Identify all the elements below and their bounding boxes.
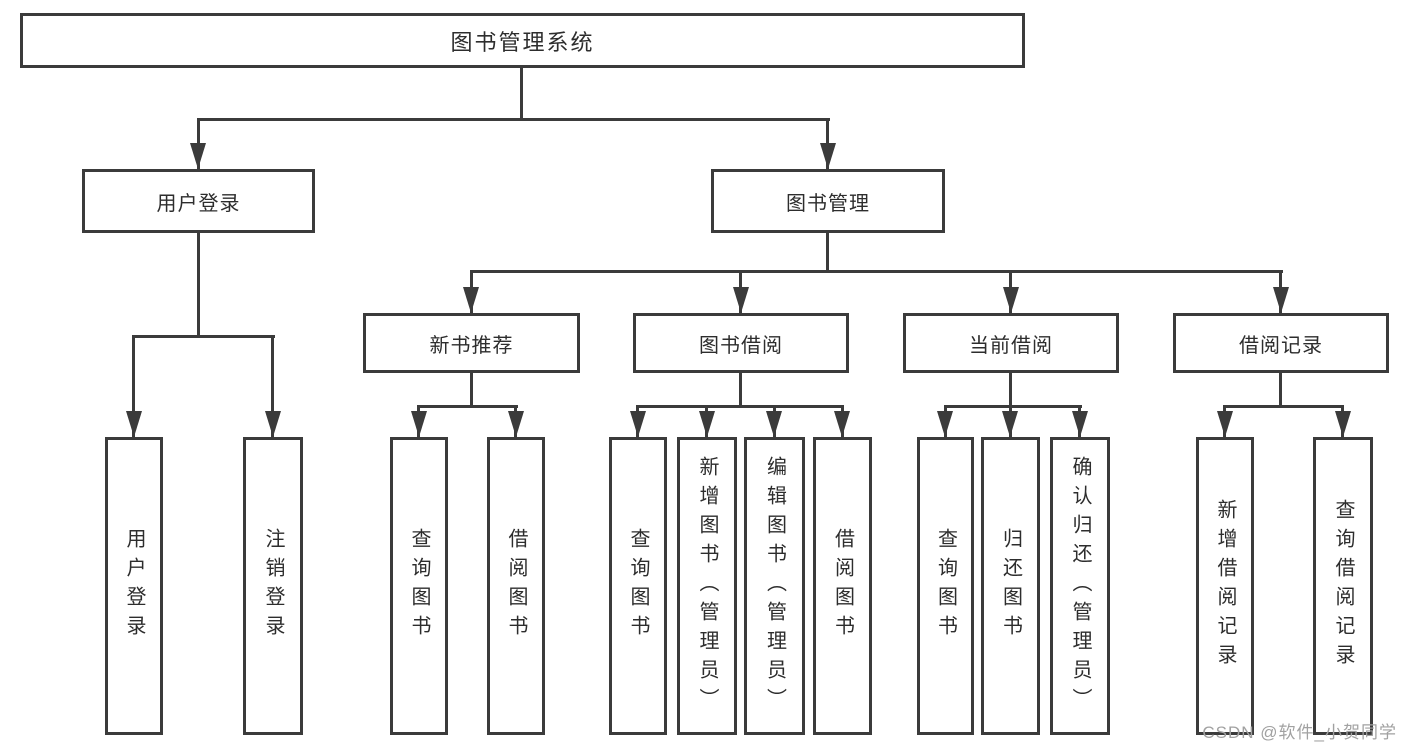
connector-records-stem: [1279, 373, 1282, 408]
leaf-query-books-recommend: 查询图书: [390, 437, 448, 735]
leaf-borrow-books-borrowing: 借阅图书: [813, 437, 872, 735]
leaf-label: 查询图书: [408, 528, 430, 644]
leaf-add-borrow-record: 新增借阅记录: [1196, 437, 1254, 735]
node-label: 新书推荐: [429, 334, 514, 357]
arrowhead-icon: [1072, 411, 1088, 437]
leaf-add-book-admin: 新增图书（管理员）: [677, 437, 737, 735]
arrowhead-icon: [766, 411, 782, 437]
connector-borrowing-stem: [739, 373, 742, 408]
leaf-confirm-return-admin: 确认归还（管理员）: [1050, 437, 1110, 735]
node-new-book-recommend: 新书推荐: [363, 313, 580, 373]
leaf-label: 编辑图书（管理员）: [763, 455, 786, 717]
node-label: 借阅记录: [1239, 334, 1323, 357]
leaf-label: 借阅图书: [505, 528, 527, 644]
arrowhead-icon: [937, 411, 953, 437]
connector-recommend-branch: [417, 405, 518, 408]
arrowhead-icon: [1273, 287, 1289, 313]
arrowhead-icon: [411, 411, 427, 437]
node-label: 图书管理: [786, 192, 870, 215]
leaf-query-borrow-record: 查询借阅记录: [1313, 437, 1373, 735]
connector-drop-leaf-logout: [271, 335, 274, 437]
arrowhead-icon: [699, 411, 715, 437]
arrowhead-icon: [1217, 411, 1233, 437]
node-borrow-records: 借阅记录: [1173, 313, 1389, 373]
node-library-system: 图书管理系统: [20, 13, 1025, 68]
leaf-query-books-borrowing: 查询图书: [609, 437, 667, 735]
node-label: 当前借阅: [969, 334, 1053, 357]
leaf-borrow-books-recommend: 借阅图书: [487, 437, 545, 735]
arrowhead-icon: [265, 411, 281, 437]
csdn-watermark: CSDN @软件_小贺同学: [1202, 723, 1397, 742]
connector-root-stem: [520, 68, 523, 121]
arrowhead-icon: [1002, 411, 1018, 437]
arrowhead-icon: [190, 143, 206, 169]
leaf-logout: 注销登录: [243, 437, 303, 735]
connector-records-branch: [1223, 405, 1344, 408]
connector-user-login-stem: [197, 233, 200, 337]
arrowhead-icon: [1003, 287, 1019, 313]
node-book-management: 图书管理: [711, 169, 945, 233]
connector-root-branch: [197, 118, 830, 121]
leaf-label: 新增图书（管理员）: [696, 455, 718, 717]
connector-book-management-stem: [826, 233, 829, 273]
node-label: 图书管理系统: [450, 29, 595, 55]
node-label: 图书借阅: [699, 334, 783, 357]
connector-drop-leaf-user-login: [132, 335, 135, 437]
connector-user-login-branch: [132, 335, 275, 338]
leaf-label: 新增借阅记录: [1214, 499, 1236, 673]
leaf-edit-book-admin: 编辑图书（管理员）: [744, 437, 805, 735]
arrowhead-icon: [834, 411, 850, 437]
connector-current-stem: [1009, 373, 1012, 408]
node-current-borrowing: 当前借阅: [903, 313, 1119, 373]
leaf-user-login: 用户登录: [105, 437, 163, 735]
leaf-label: 用户登录: [123, 528, 145, 644]
connector-borrowing-branch: [636, 405, 844, 408]
connector-current-branch: [944, 405, 1082, 408]
leaf-label: 查询图书: [627, 528, 649, 644]
leaf-label: 借阅图书: [831, 528, 854, 644]
connector-book-management-branch: [470, 270, 1283, 273]
leaf-query-books-current: 查询图书: [917, 437, 974, 735]
arrowhead-icon: [820, 143, 836, 169]
leaf-label: 确认归还（管理员）: [1069, 455, 1091, 717]
arrowhead-icon: [630, 411, 646, 437]
leaf-label: 查询图书: [934, 528, 957, 644]
node-user-login: 用户登录: [82, 169, 315, 233]
arrowhead-icon: [733, 287, 749, 313]
leaf-label: 归还图书: [999, 528, 1022, 644]
arrowhead-icon: [1335, 411, 1351, 437]
arrowhead-icon: [463, 287, 479, 313]
arrowhead-icon: [508, 411, 524, 437]
leaf-label: 查询借阅记录: [1332, 499, 1354, 673]
leaf-return-books: 归还图书: [981, 437, 1040, 735]
connector-recommend-stem: [470, 373, 473, 408]
node-label: 用户登录: [156, 192, 241, 215]
node-book-borrowing: 图书借阅: [633, 313, 849, 373]
arrowhead-icon: [126, 411, 142, 437]
leaf-label: 注销登录: [262, 528, 284, 644]
